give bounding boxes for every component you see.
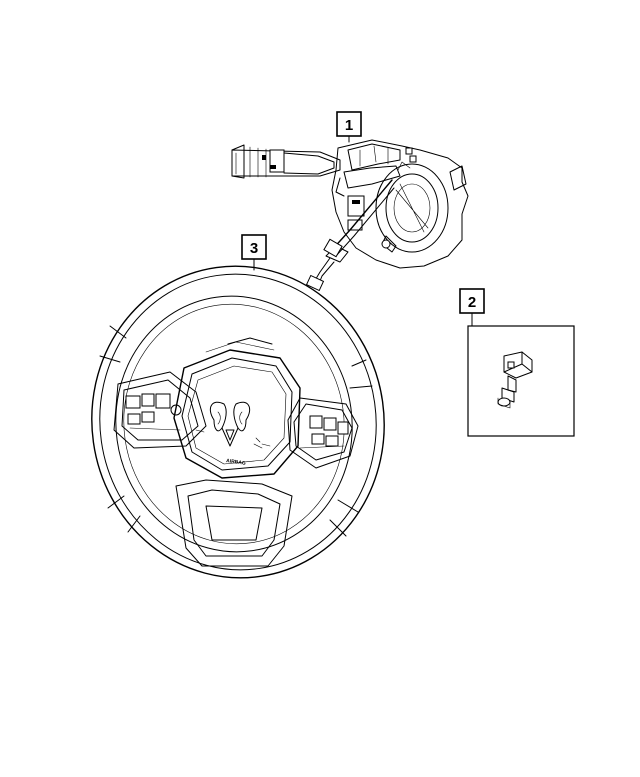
callout-1: 1 — [336, 111, 362, 143]
airbag-label: AIRBAG — [226, 458, 246, 467]
callout-2-label: 2 — [468, 294, 476, 311]
steering-wheel: AIRBAG — [91, 265, 385, 579]
small-switch-icon — [497, 351, 533, 409]
callout-1-label: 1 — [345, 117, 353, 134]
callout-3-label: 3 — [250, 240, 258, 257]
multifunction-switch-assembly — [231, 139, 469, 292]
ram-logo-icon — [209, 401, 251, 447]
part-2-detail-box — [467, 325, 575, 437]
callout-2: 2 — [459, 288, 485, 327]
callout-3: 3 — [241, 234, 267, 271]
